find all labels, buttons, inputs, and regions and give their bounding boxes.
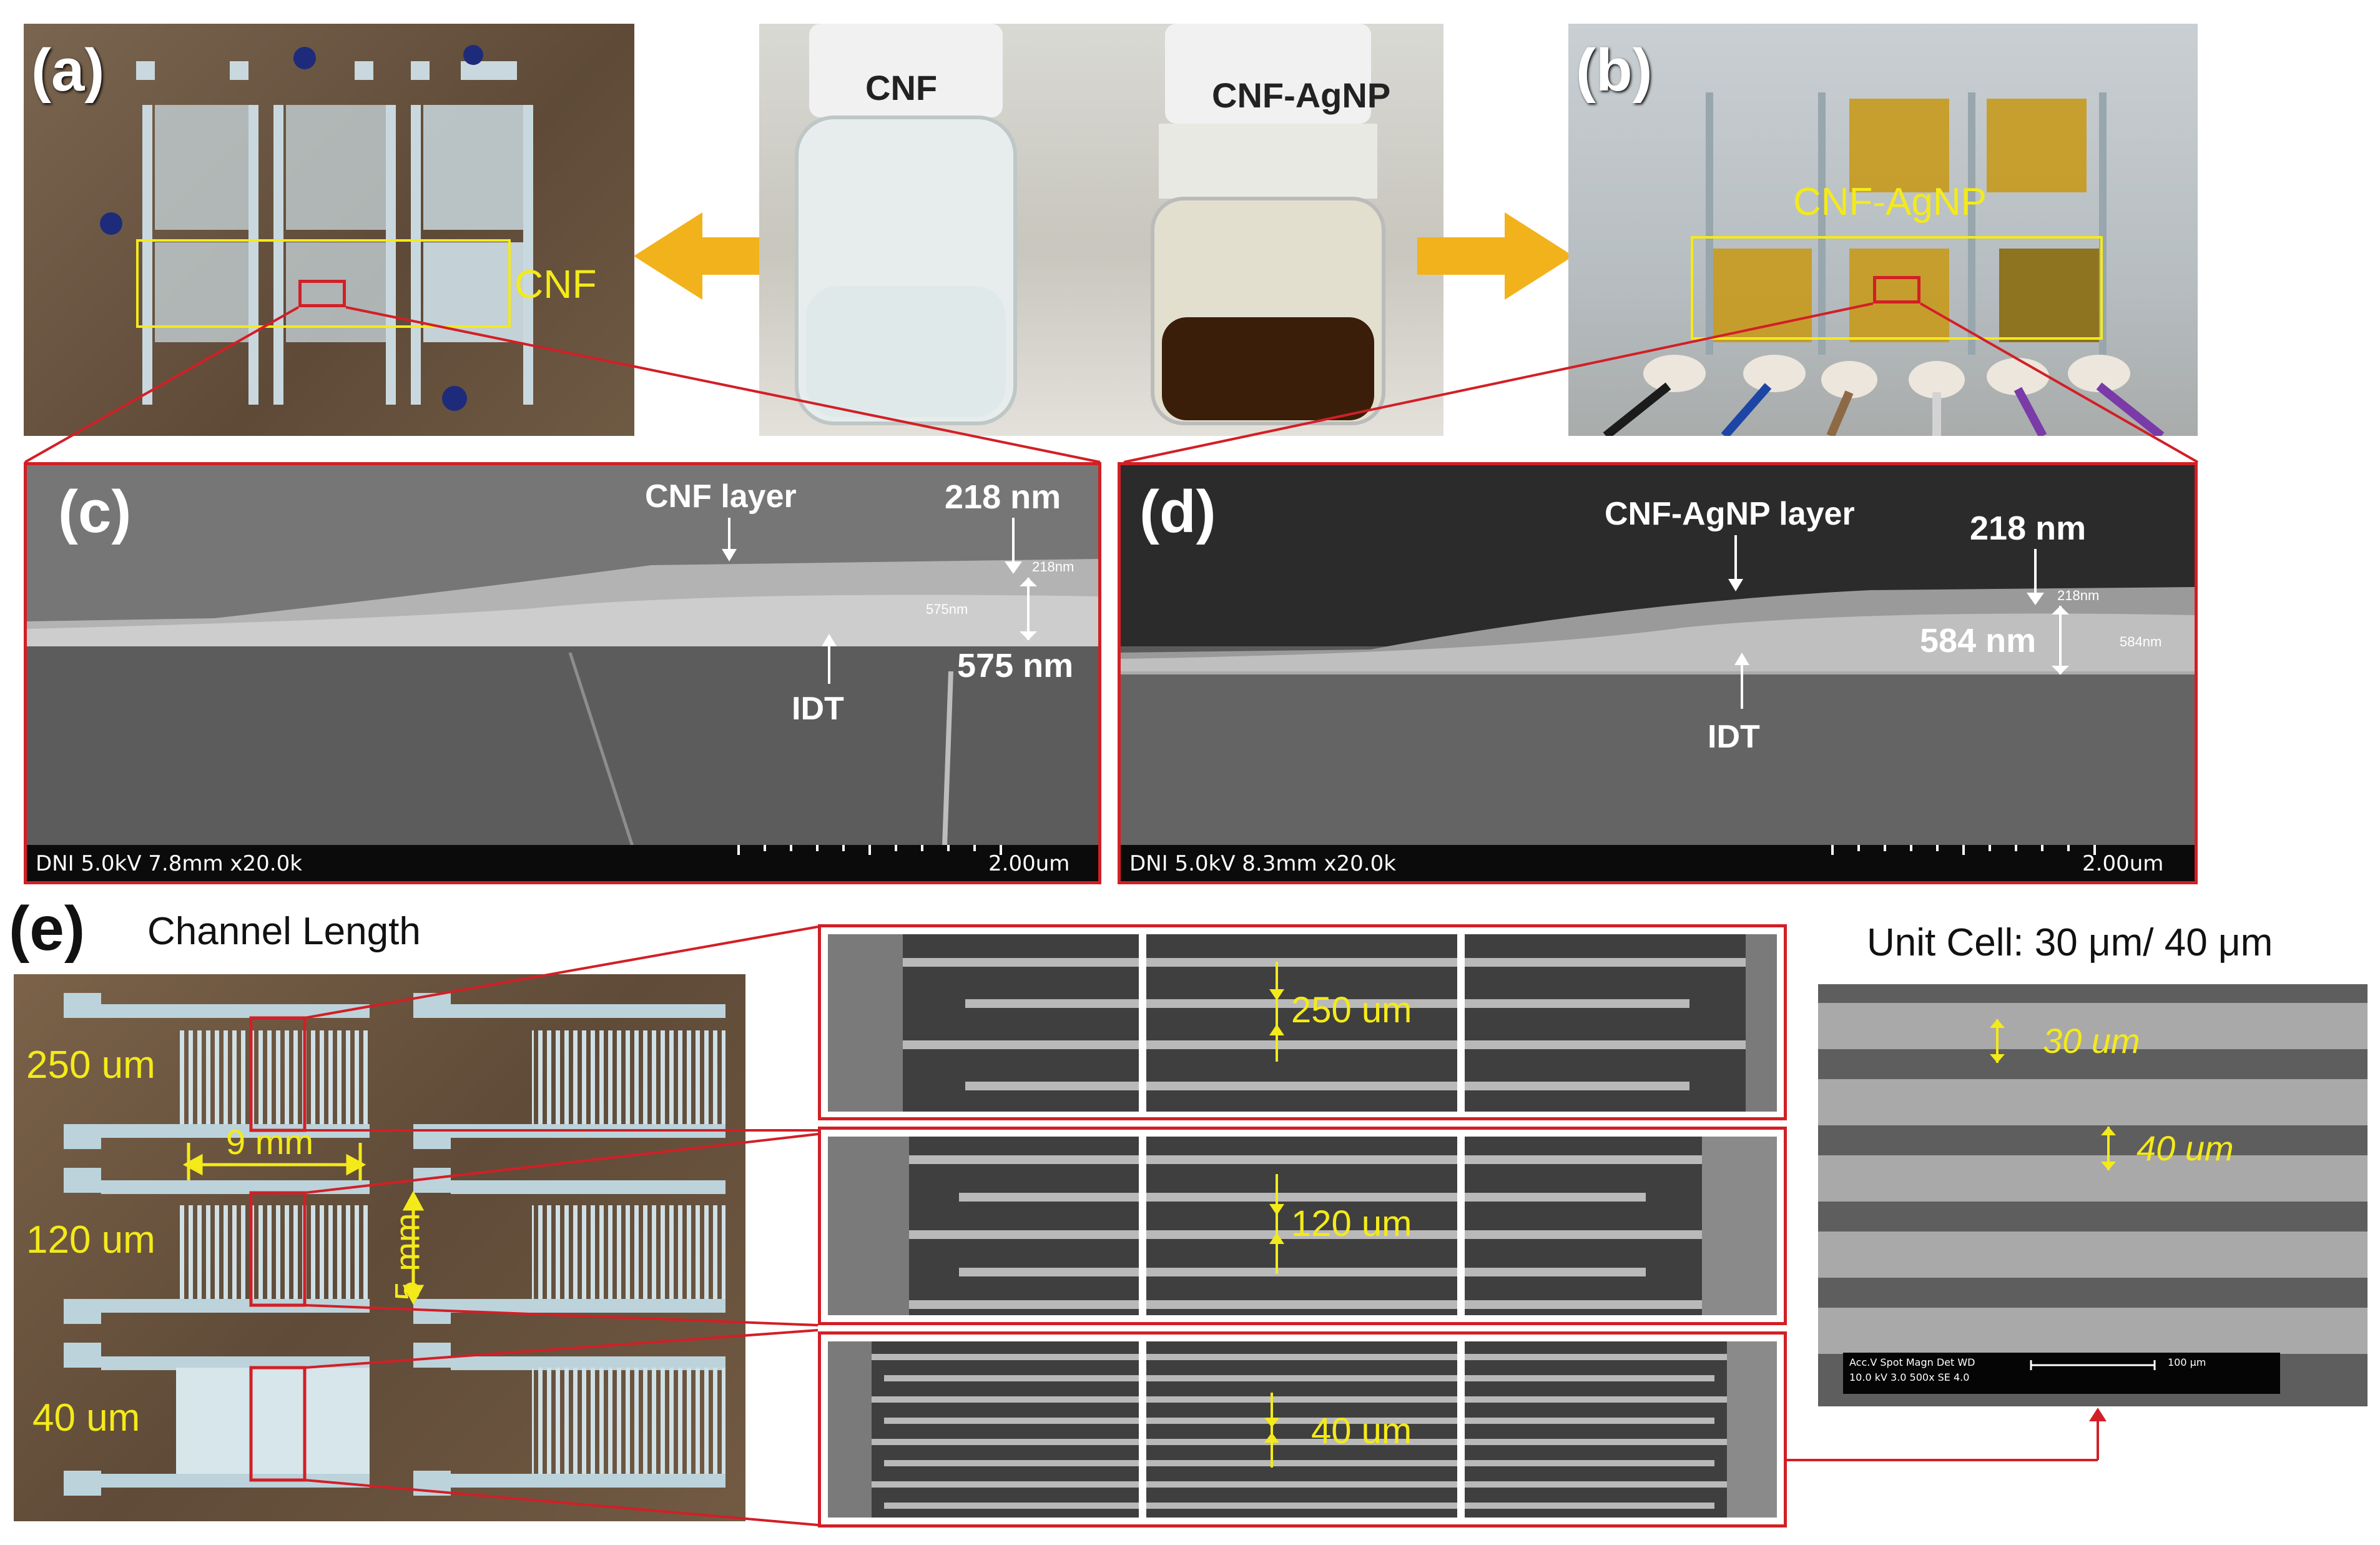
panel-b-material-label: CNF-AgNP — [1793, 180, 1987, 224]
right-arrow-icon — [1417, 212, 1573, 300]
panel-d-layer-label: CNF-AgNP layer — [1605, 496, 1855, 532]
panel-d-layer-arrow-icon — [1728, 535, 1743, 591]
panel-d-top-thickness: 218 nm — [1970, 510, 2087, 547]
panel-d-top-thickness-arrow-icon — [2027, 549, 2044, 605]
zoom-connectors-bottom — [304, 926, 2107, 1526]
tile-row2-dim-arrow-icon — [1269, 1174, 1284, 1274]
panel-c-inset-top: 218nm — [1032, 559, 1074, 575]
vial-right-label: CNF-AgNP — [1212, 76, 1391, 115]
tile-row3-dim-label: 40 um — [1311, 1411, 1412, 1451]
panel-d-scale-ticks — [1831, 845, 2096, 855]
panel-c-layer-label: CNF layer — [645, 478, 797, 515]
panel-a-photo: CNF — [24, 24, 634, 436]
panel-c-info-text: DNI 5.0kV 7.8mm x20.0k — [36, 851, 302, 876]
panel-a-cnf-box — [136, 239, 511, 328]
panel-d-inset-top: 218nm — [2057, 588, 2100, 603]
panel-a-material-label: CNF — [514, 262, 597, 307]
vials-photo: CNF CNF-AgNP — [759, 24, 1443, 436]
panel-d-bottom-thickness-arrow-icon — [2052, 606, 2069, 674]
panel-d-info-bar: DNI 5.0kV 8.3mm x20.0k 2.00um — [1121, 845, 2195, 881]
tile-grid: 250 um 120 um — [818, 924, 1787, 1528]
unit-cell-scale-label: 100 μm — [2168, 1356, 2206, 1368]
tile-row1-dim-arrow-icon — [1269, 962, 1284, 1062]
panel-c-inset-bottom: 575nm — [926, 601, 968, 617]
unit-cell-stripes — [1818, 1003, 2368, 1354]
vials-drawing — [795, 24, 1385, 425]
panel-d-bottom-thickness: 584 nm — [1920, 622, 2037, 659]
panel-e-label: (e) — [9, 894, 86, 964]
tile-row1-dim-label: 250 um — [1291, 990, 1412, 1030]
panel-e-row2-label: 120 um — [26, 1218, 155, 1261]
panel-b-photo: CNF-AgNP — [1568, 24, 2198, 436]
tile-r1c1 — [828, 934, 1139, 1112]
tile-r3c2 — [1146, 1341, 1457, 1518]
unit-cell-title: Unit Cell: 30 μm/ 40 μm — [1867, 921, 2273, 964]
tile-row1-frame — [818, 924, 1787, 1120]
panel-e-row1-label: 250 um — [26, 1044, 155, 1087]
panel-e-width-dim: 9 mm — [226, 1122, 313, 1162]
tile-row2-frame — [818, 1127, 1787, 1325]
panel-c-bottom-thickness: 575 nm — [957, 647, 1074, 684]
panel-e-title: Channel Length — [147, 910, 421, 953]
zoom-connectors-top — [24, 302, 2198, 463]
unit-cell-info-bar: Acc.V Spot Magn Det WD 10.0 kV 3.0 500x … — [1843, 1353, 2280, 1394]
panel-a-zoom-box — [298, 280, 346, 307]
tile-r2c2 — [1146, 1137, 1457, 1315]
unit-cell-dim2-arrow-icon — [2101, 1127, 2116, 1170]
unit-cell-dim1-arrow-icon — [1990, 1019, 2005, 1063]
panel-e-row3-label: 40 um — [32, 1396, 140, 1439]
panel-c-bottom-thickness-arrow-icon — [1020, 578, 1037, 640]
unit-cell-dim1-label: 30 um — [2043, 1021, 2140, 1060]
tile-r2c3 — [1465, 1137, 1777, 1315]
panel-b-zoom-box — [1873, 276, 1920, 304]
tile-r1c3 — [1465, 934, 1777, 1112]
panel-d-label: (d) — [1139, 478, 1216, 545]
vial-left-label: CNF — [865, 68, 938, 107]
panel-b-agnp-box — [1691, 236, 2103, 340]
panel-c-cross-section — [27, 465, 1098, 847]
panel-d-info-text: DNI 5.0kV 8.3mm x20.0k — [1129, 851, 1396, 876]
panel-c-label: (c) — [58, 478, 132, 545]
panel-c-info-bar: DNI 5.0kV 7.8mm x20.0k 2.00um — [27, 845, 1098, 881]
panel-c-idt-label: IDT — [792, 691, 844, 727]
panel-a-label: (a) — [31, 37, 105, 104]
panel-d-idt-arrow-icon — [1734, 653, 1749, 709]
unit-cell-info-line2: 10.0 kV 3.0 500x SE 4.0 — [1849, 1371, 1970, 1383]
unit-cell-dim2-label: 40 um — [2137, 1128, 2234, 1168]
panel-c-top-thickness-arrow-icon — [1005, 518, 1022, 574]
panel-c-idt-arrow-icon — [822, 634, 837, 684]
panel-d-cross-section — [1121, 465, 2195, 846]
tile-row2-dim-label: 120 um — [1291, 1203, 1412, 1244]
panel-d-inset-bottom: 584nm — [2120, 634, 2162, 649]
panel-e-photo: 250 um 120 um 40 um 9 mm 5 mm — [14, 974, 745, 1521]
panel-b-electrodes — [1603, 92, 2165, 436]
panel-e-electrodes — [64, 993, 725, 1496]
left-arrow-icon — [634, 212, 790, 300]
tile-r3c3 — [1465, 1341, 1777, 1518]
panel-c-scale-label: 2.00um — [988, 851, 1070, 876]
panel-d-idt-label: IDT — [1708, 719, 1760, 755]
panel-d-scale-label: 2.00um — [2082, 851, 2164, 876]
unit-cell-info-line1: Acc.V Spot Magn Det WD — [1849, 1356, 1975, 1368]
unit-cell-sem: 30 um 40 um Acc.V Spot Magn Det WD 10.0 … — [1818, 984, 2368, 1406]
panel-c-layer-arrow-icon — [722, 518, 737, 561]
tile-row3-frame — [818, 1331, 1787, 1528]
tile-r2c1 — [828, 1137, 1139, 1315]
tile-r3c1 — [828, 1341, 1139, 1518]
panel-c-scale-ticks — [737, 845, 1002, 855]
unit-cell-scalebar — [2030, 1360, 2156, 1370]
tile-r1c2 — [1146, 934, 1457, 1112]
panel-b-label: (b) — [1576, 37, 1653, 104]
tile-row3-dim-arrow-icon — [1264, 1393, 1279, 1468]
panel-c-sem: (c) CNF layer 218 nm 218nm 575nm 575 nm … — [24, 462, 1101, 884]
panel-d-sem: (d) CNF-AgNP layer 218 nm 218nm 584nm 58… — [1118, 462, 2198, 884]
panel-c-top-thickness: 218 nm — [945, 478, 1061, 516]
